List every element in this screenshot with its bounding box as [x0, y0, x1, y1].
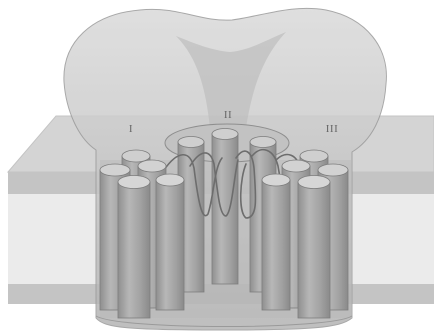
helix [118, 182, 150, 318]
domain-2-label: II [224, 109, 232, 121]
domain-1-label: I [129, 123, 133, 135]
helix [262, 180, 290, 310]
helix-top [156, 174, 184, 186]
helix [156, 180, 184, 310]
domain-3-label: III [326, 123, 339, 135]
helix [212, 134, 238, 284]
helix-top [300, 150, 328, 162]
helix-top [118, 176, 150, 189]
helix-top [100, 164, 130, 176]
helix-top [282, 160, 310, 172]
helix-top [138, 160, 166, 172]
helix-top [318, 164, 348, 176]
helix-top [298, 176, 330, 189]
helix-top [212, 129, 238, 140]
helix-top [250, 137, 276, 148]
helix [298, 182, 330, 318]
helix-top [262, 174, 290, 186]
helix-top [178, 137, 204, 148]
